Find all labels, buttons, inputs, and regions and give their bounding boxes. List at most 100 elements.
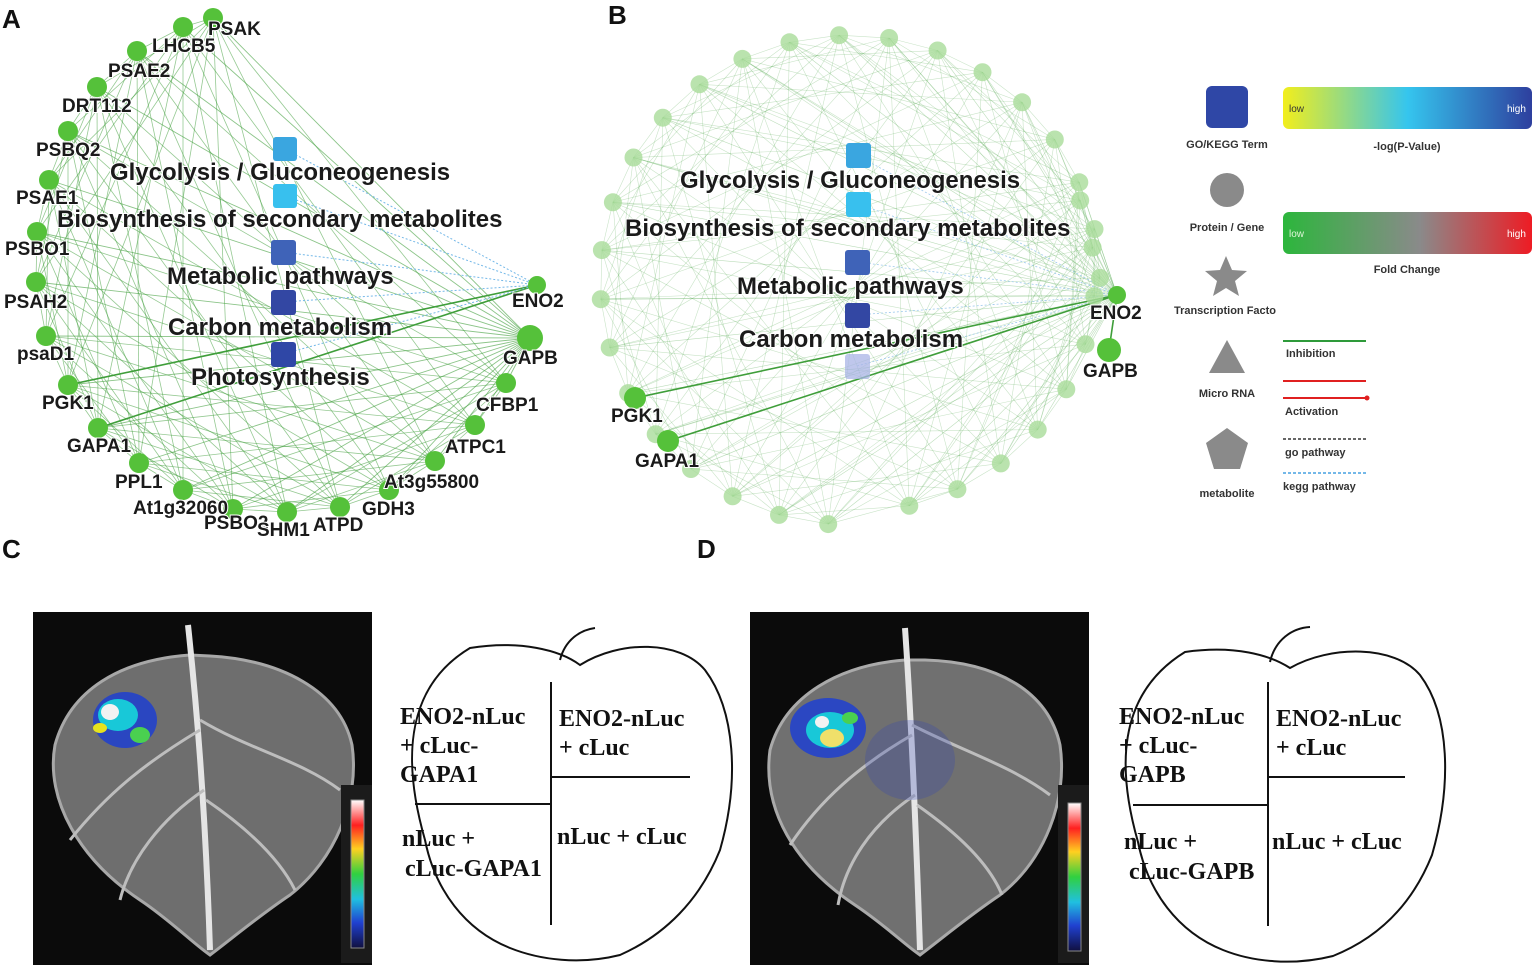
panel-letter-a: A xyxy=(2,4,21,34)
gene-node-faded[interactable] xyxy=(603,193,622,212)
term-label-metabolic: Metabolic pathways xyxy=(167,263,394,290)
gene-node-faded[interactable] xyxy=(682,460,700,478)
gene-node-faded[interactable] xyxy=(1076,335,1095,354)
interaction-edge xyxy=(633,157,1038,430)
term-node-carbon[interactable] xyxy=(271,290,296,315)
interaction-edge xyxy=(828,294,1118,525)
gene-node-faded[interactable] xyxy=(770,505,788,524)
legend: GO/KEGG Term Protein / Gene Transcriptio… xyxy=(1174,86,1532,500)
quadrant-tr-line2: + cLuc xyxy=(559,735,630,761)
gene-node[interactable] xyxy=(58,121,78,141)
gene-node[interactable] xyxy=(173,17,193,37)
term-node-biosynthesis[interactable] xyxy=(273,184,297,208)
gene-node-gapa1[interactable] xyxy=(657,430,679,452)
gene-node-faded[interactable] xyxy=(624,148,643,167)
gene-node-faded[interactable] xyxy=(880,29,899,47)
gene-node-faded[interactable] xyxy=(1083,238,1102,257)
gene-node[interactable] xyxy=(87,77,107,97)
gene-node[interactable] xyxy=(425,451,445,471)
interaction-edge xyxy=(655,117,664,435)
gene-node-faded[interactable] xyxy=(1070,173,1089,192)
gene-node-faded[interactable] xyxy=(830,26,849,45)
gene-node-faded[interactable] xyxy=(1091,268,1109,287)
interaction-edge xyxy=(628,182,1080,394)
gene-node-faded[interactable] xyxy=(948,480,967,499)
gene-node[interactable] xyxy=(88,418,108,438)
gene-node-faded[interactable] xyxy=(1057,380,1076,399)
gene-node-gapb[interactable] xyxy=(1097,338,1121,362)
leaf-stem xyxy=(1269,626,1311,663)
interaction-edge xyxy=(1000,139,1056,464)
gene-node-faded[interactable] xyxy=(690,75,709,94)
gene-node-faded[interactable] xyxy=(1028,420,1047,439)
gene-node[interactable] xyxy=(27,222,47,242)
gene-node-faded[interactable] xyxy=(600,338,619,357)
interaction-edge xyxy=(732,343,1086,497)
gene-node[interactable] xyxy=(379,480,399,500)
gene-node[interactable] xyxy=(496,373,516,393)
gene-node[interactable] xyxy=(129,453,149,473)
gene-node[interactable] xyxy=(277,502,297,522)
rounded-square-icon xyxy=(1206,86,1248,128)
gene-node-faded[interactable] xyxy=(819,515,838,534)
triangle-icon xyxy=(1209,340,1245,373)
gene-node-faded[interactable] xyxy=(591,290,610,309)
term-node-metabolic[interactable] xyxy=(845,250,870,275)
term-node-glycolysis[interactable] xyxy=(846,143,871,168)
interaction-edge xyxy=(957,294,1118,490)
term-node-faded[interactable] xyxy=(845,354,870,379)
gene-node-faded[interactable] xyxy=(653,108,672,127)
interaction-edge xyxy=(45,179,50,337)
gene-node-faded[interactable] xyxy=(1045,130,1064,149)
gene-node-faded[interactable] xyxy=(592,241,611,260)
gene-node-faded[interactable] xyxy=(900,496,919,515)
gene-node[interactable] xyxy=(223,499,243,519)
panel-letter-b: B xyxy=(608,0,627,30)
term-node-metabolic[interactable] xyxy=(271,240,296,265)
term-node-photosynthesis[interactable] xyxy=(271,342,296,367)
interaction-edge xyxy=(778,295,1095,516)
gene-node[interactable] xyxy=(39,170,59,190)
interaction-edge xyxy=(789,42,1081,201)
gene-label-pgk1: PGK1 xyxy=(611,406,663,427)
interaction-edge xyxy=(699,37,890,85)
interaction-edge xyxy=(827,247,1093,525)
gene-node[interactable] xyxy=(58,375,78,395)
gene-node[interactable] xyxy=(173,480,193,500)
gene-node-eno2[interactable] xyxy=(528,276,546,294)
term-node-glycolysis[interactable] xyxy=(273,137,297,161)
term-node-carbon[interactable] xyxy=(845,303,870,328)
interaction-edge xyxy=(212,17,436,462)
gene-node[interactable] xyxy=(26,272,46,292)
gene-node-faded[interactable] xyxy=(1085,287,1104,306)
interaction-edge xyxy=(699,84,1118,296)
gene-node-faded[interactable] xyxy=(1071,191,1090,210)
legend-label-go-pathway: go pathway xyxy=(1285,447,1346,459)
gene-node-faded[interactable] xyxy=(1013,93,1032,112)
gene-node[interactable] xyxy=(127,41,147,61)
leaf-outline xyxy=(410,644,733,962)
interaction-edge xyxy=(1000,277,1101,464)
gene-node[interactable] xyxy=(465,415,485,435)
gene-node-eno2[interactable] xyxy=(1108,286,1126,304)
interaction-edge xyxy=(662,117,780,515)
interaction-edge xyxy=(662,117,1002,464)
interaction-edge xyxy=(888,37,1101,279)
gene-node-pgk1[interactable] xyxy=(624,387,646,409)
term-node-biosynthesis[interactable] xyxy=(846,192,871,217)
gene-node[interactable] xyxy=(203,8,223,28)
gene-node[interactable] xyxy=(330,497,350,517)
interaction-edge xyxy=(662,117,1081,201)
gene-node-faded[interactable] xyxy=(723,487,742,506)
gene-node-gapb[interactable] xyxy=(517,325,543,351)
gene-node[interactable] xyxy=(36,326,56,346)
interaction-edge xyxy=(601,250,657,435)
gene-node-faded[interactable] xyxy=(928,41,947,60)
gene-node-faded[interactable] xyxy=(780,33,799,52)
gene-node-faded[interactable] xyxy=(991,454,1010,473)
interaction-edge xyxy=(609,102,1023,348)
interaction-edge xyxy=(690,37,890,470)
gene-node-faded[interactable] xyxy=(733,49,752,68)
gene-node-faded[interactable] xyxy=(1085,220,1104,239)
gene-node-faded[interactable] xyxy=(973,63,992,82)
